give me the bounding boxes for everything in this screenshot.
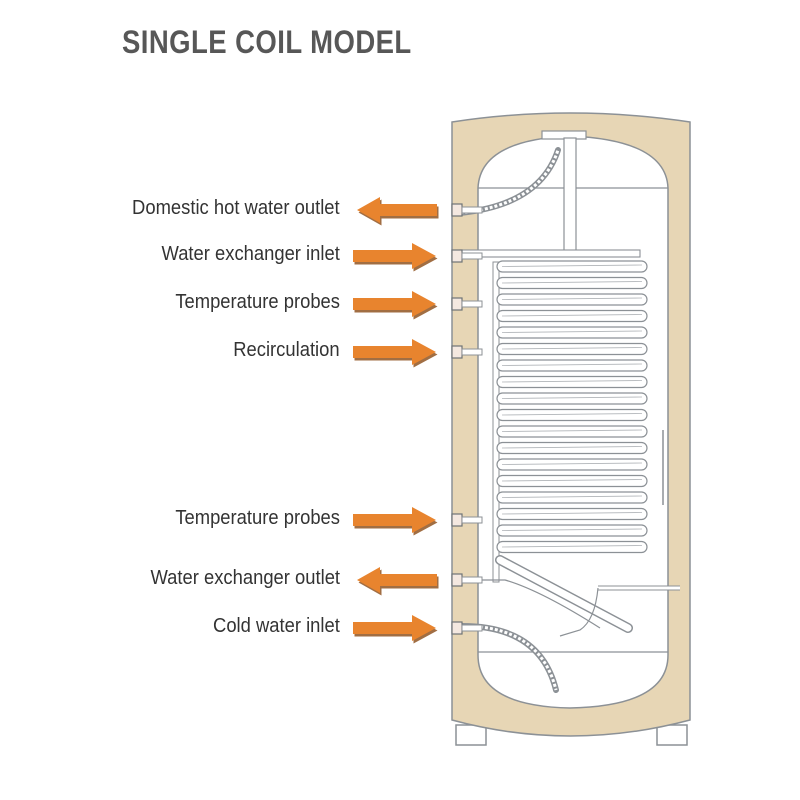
arrow-left-icon bbox=[357, 567, 439, 596]
tank-foot-right bbox=[656, 724, 688, 746]
coil-turn bbox=[496, 441, 648, 455]
connection-label: Water exchanger inlet bbox=[161, 243, 340, 265]
diagram-title: SINGLE COIL MODEL bbox=[122, 24, 412, 60]
coil-turn bbox=[496, 491, 648, 504]
pipe-fitting bbox=[451, 249, 483, 263]
anode-rod bbox=[563, 137, 577, 255]
coil-turn bbox=[496, 408, 648, 422]
pipe-fitting bbox=[451, 621, 483, 635]
coil-turn bbox=[496, 342, 648, 356]
arrow-right-icon bbox=[353, 291, 438, 320]
tank-foot-left bbox=[455, 724, 487, 746]
coil-turn bbox=[496, 260, 648, 273]
arrow-left-icon bbox=[357, 197, 439, 226]
heat-exchanger-coil bbox=[459, 249, 648, 554]
coil-turn bbox=[496, 309, 648, 323]
pipe-fitting bbox=[451, 297, 483, 311]
coil-turn bbox=[496, 425, 648, 438]
coil-return-pipe bbox=[492, 261, 500, 583]
coil-turn bbox=[496, 276, 648, 290]
connection-label: Cold water inlet bbox=[213, 615, 340, 637]
connection-label: Recirculation bbox=[233, 339, 340, 361]
connection-label: Domestic hot water outlet bbox=[132, 197, 340, 219]
coil-turn bbox=[496, 474, 648, 488]
connection-label: Temperature probes bbox=[175, 507, 340, 529]
pipe-fitting bbox=[451, 573, 483, 587]
pipe-fitting bbox=[451, 513, 483, 527]
coil-turn bbox=[496, 507, 648, 521]
arrow-right-icon bbox=[353, 615, 438, 644]
coil-turn bbox=[496, 293, 648, 306]
coil-turn bbox=[496, 540, 648, 554]
arrow-right-icon bbox=[353, 339, 438, 368]
coil-turn bbox=[496, 359, 648, 372]
arrow-right-icon bbox=[353, 243, 438, 272]
connection-label: Water exchanger outlet bbox=[150, 567, 340, 589]
pipe-fitting bbox=[451, 203, 483, 217]
pipe-fitting bbox=[451, 345, 483, 359]
coil-turn bbox=[496, 524, 648, 537]
connection-label: Temperature probes bbox=[175, 291, 340, 313]
coil-turn bbox=[496, 458, 648, 471]
coil-turn bbox=[496, 326, 648, 339]
coil-turn bbox=[496, 375, 648, 389]
arrow-right-icon bbox=[353, 507, 438, 536]
coil-turn bbox=[496, 392, 648, 405]
